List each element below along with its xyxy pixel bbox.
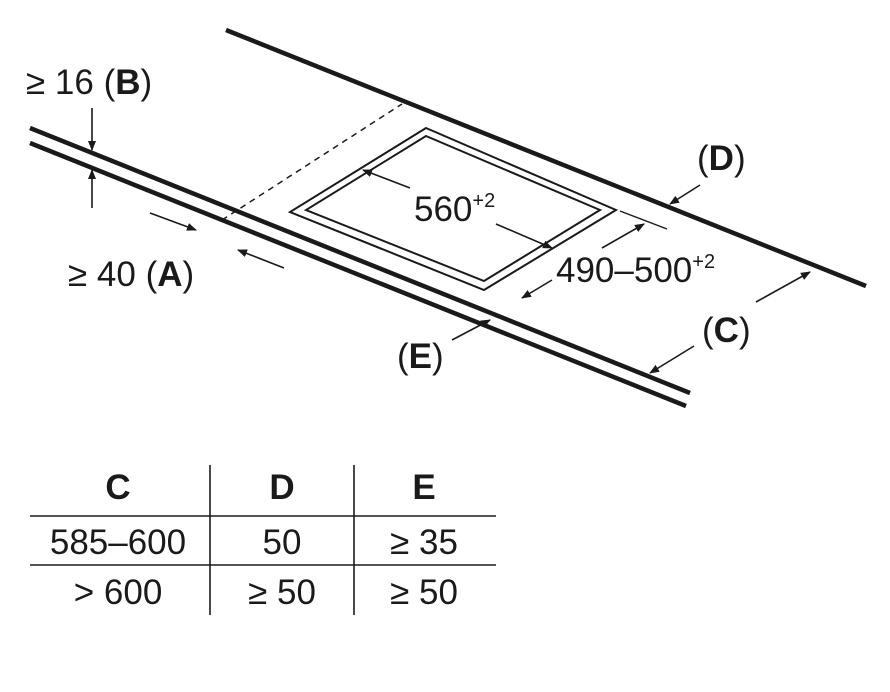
table-header: C — [105, 468, 130, 507]
label-width: 560+2 — [414, 190, 495, 229]
table-header: E — [412, 468, 435, 507]
width-arrow-left — [362, 169, 411, 189]
cutout-outline — [287, 126, 619, 292]
table-cell: ≥ 35 — [390, 523, 458, 562]
depth-extension-line — [619, 210, 668, 230]
table-cell: ≥ 50 — [390, 573, 458, 612]
clearance-table: C D E 585–600 50 ≥ 35 > 600 ≥ 50 ≥ 50 — [30, 465, 496, 615]
worktop-front-edge-bottom — [29, 140, 687, 409]
width-arrow-right — [495, 223, 553, 249]
table-header: D — [269, 468, 294, 507]
label-e: (E) — [397, 337, 444, 376]
worktop-back-edge — [225, 27, 867, 289]
a-arrow-left — [149, 212, 197, 231]
projection-line — [221, 103, 403, 221]
table-cell: 585–600 — [50, 523, 186, 562]
a-arrow-right — [237, 249, 285, 269]
table-cell: > 600 — [74, 573, 163, 612]
depth-arrow-bottom — [521, 279, 553, 299]
label-d: (D) — [697, 139, 746, 178]
table-cell: ≥ 50 — [248, 573, 316, 612]
worktop-front-edge-top — [29, 125, 691, 396]
c-arrow-top — [755, 271, 811, 303]
label-a: ≥ 40 (A) — [68, 255, 194, 294]
table-cell: 50 — [263, 523, 302, 562]
d-arrow — [669, 184, 701, 205]
depth-arrow-top — [601, 223, 645, 249]
label-b: ≥ 16 (B) — [26, 63, 152, 102]
label-c: (C) — [702, 311, 751, 350]
e-arrow — [451, 319, 491, 341]
cutout-inner-outline — [303, 134, 603, 283]
c-arrow-bottom — [649, 345, 695, 374]
label-depth: 490–500+2 — [556, 251, 715, 290]
